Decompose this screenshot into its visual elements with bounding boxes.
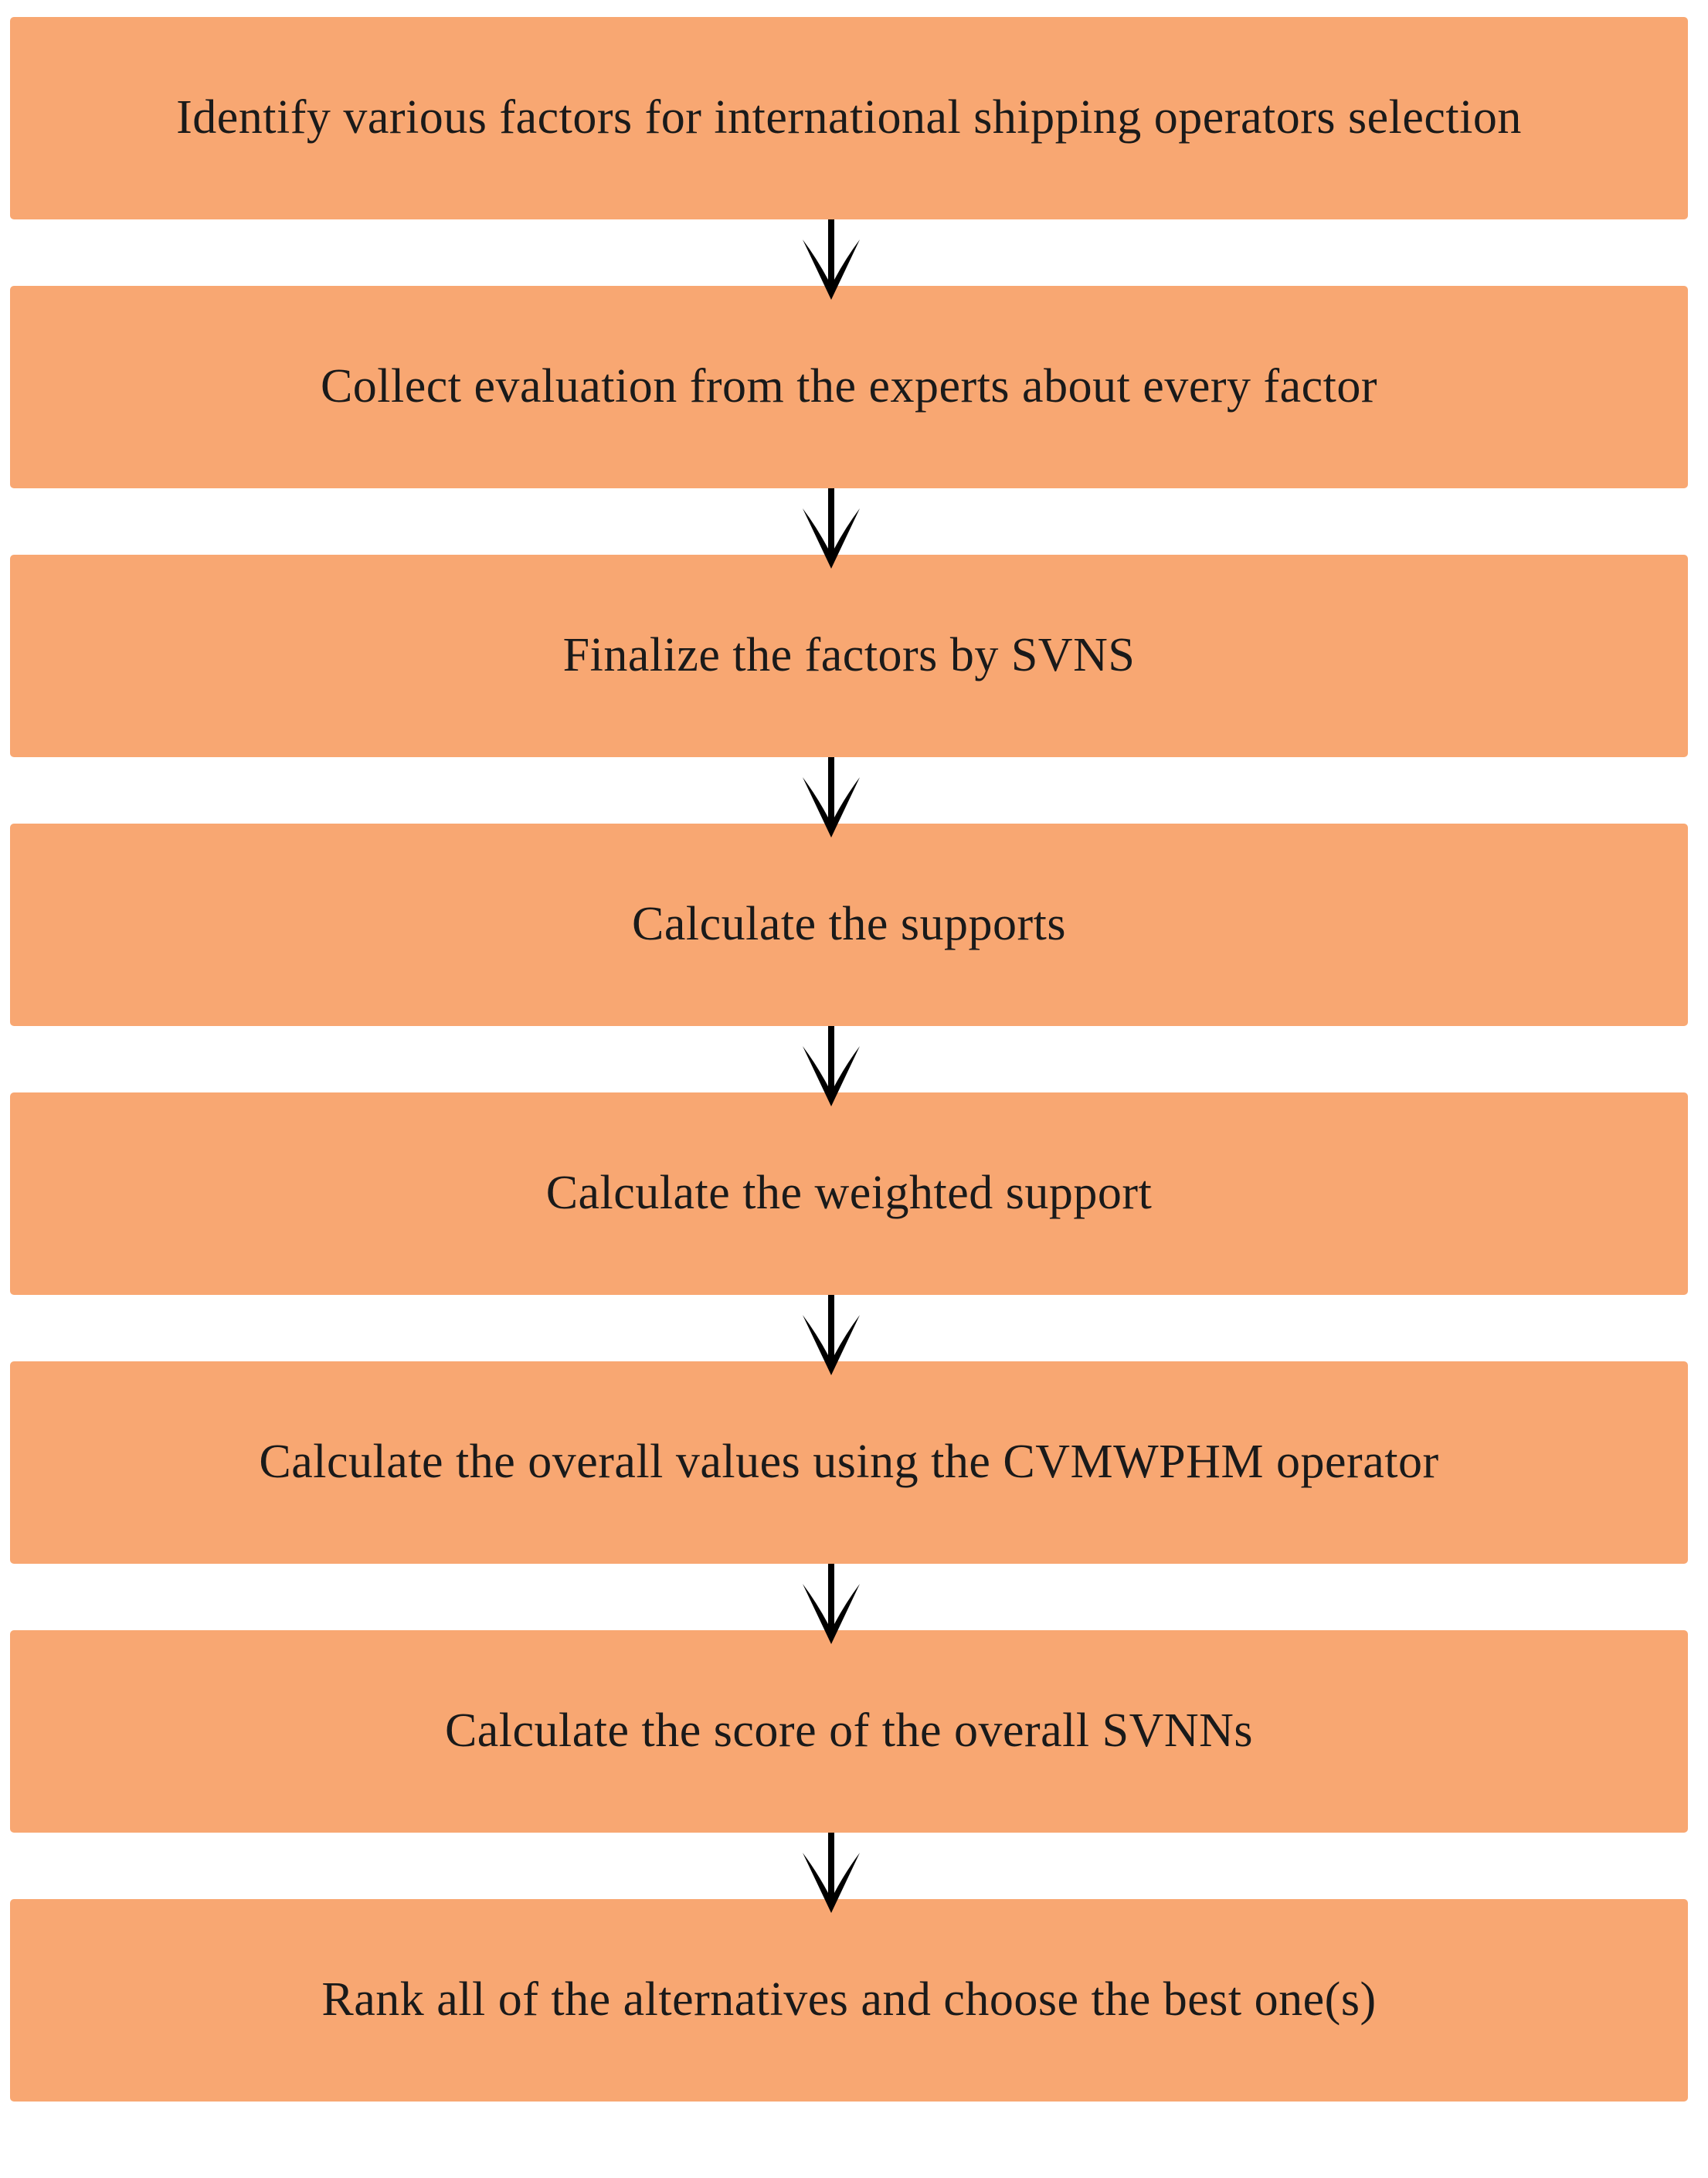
- flow-step-1: Identify various factors for internation…: [10, 17, 1688, 219]
- down-arrow-icon: [801, 488, 861, 569]
- flow-step-2: Collect evaluation from the experts abou…: [10, 286, 1688, 488]
- down-arrow-icon: [801, 1295, 861, 1375]
- flow-step-5-label: Calculate the weighted support: [545, 1167, 1153, 1220]
- down-arrow-icon: [801, 1833, 861, 1913]
- flow-step-1-label: Identify various factors for internation…: [176, 91, 1522, 144]
- flowchart: Identify various factors for internation…: [10, 17, 1688, 2102]
- flow-step-6: Calculate the overall values using the C…: [10, 1361, 1688, 1564]
- flow-connector-1: [10, 219, 1688, 286]
- flow-step-3-label: Finalize the factors by SVNS: [562, 629, 1136, 682]
- flow-connector-5: [10, 1295, 1688, 1361]
- flow-connector-6: [10, 1564, 1688, 1630]
- flow-connector-4: [10, 1026, 1688, 1092]
- down-arrow-icon: [801, 1026, 861, 1106]
- flow-step-8-label: Rank all of the alternatives and choose …: [321, 1973, 1377, 2027]
- flow-step-2-label: Collect evaluation from the experts abou…: [320, 360, 1378, 413]
- down-arrow-icon: [801, 1564, 861, 1644]
- flow-step-6-label: Calculate the overall values using the C…: [259, 1436, 1439, 1489]
- flow-step-4: Calculate the supports: [10, 824, 1688, 1026]
- down-arrow-icon: [801, 757, 861, 838]
- flow-connector-3: [10, 757, 1688, 824]
- flow-step-7: Calculate the score of the overall SVNNs: [10, 1630, 1688, 1833]
- flow-step-3: Finalize the factors by SVNS: [10, 555, 1688, 757]
- flow-step-7-label: Calculate the score of the overall SVNNs: [444, 1704, 1254, 1758]
- flow-step-8: Rank all of the alternatives and choose …: [10, 1899, 1688, 2102]
- down-arrow-icon: [801, 219, 861, 300]
- flow-connector-7: [10, 1833, 1688, 1899]
- flow-connector-2: [10, 488, 1688, 555]
- flow-step-4-label: Calculate the supports: [632, 898, 1066, 951]
- flow-step-5: Calculate the weighted support: [10, 1092, 1688, 1295]
